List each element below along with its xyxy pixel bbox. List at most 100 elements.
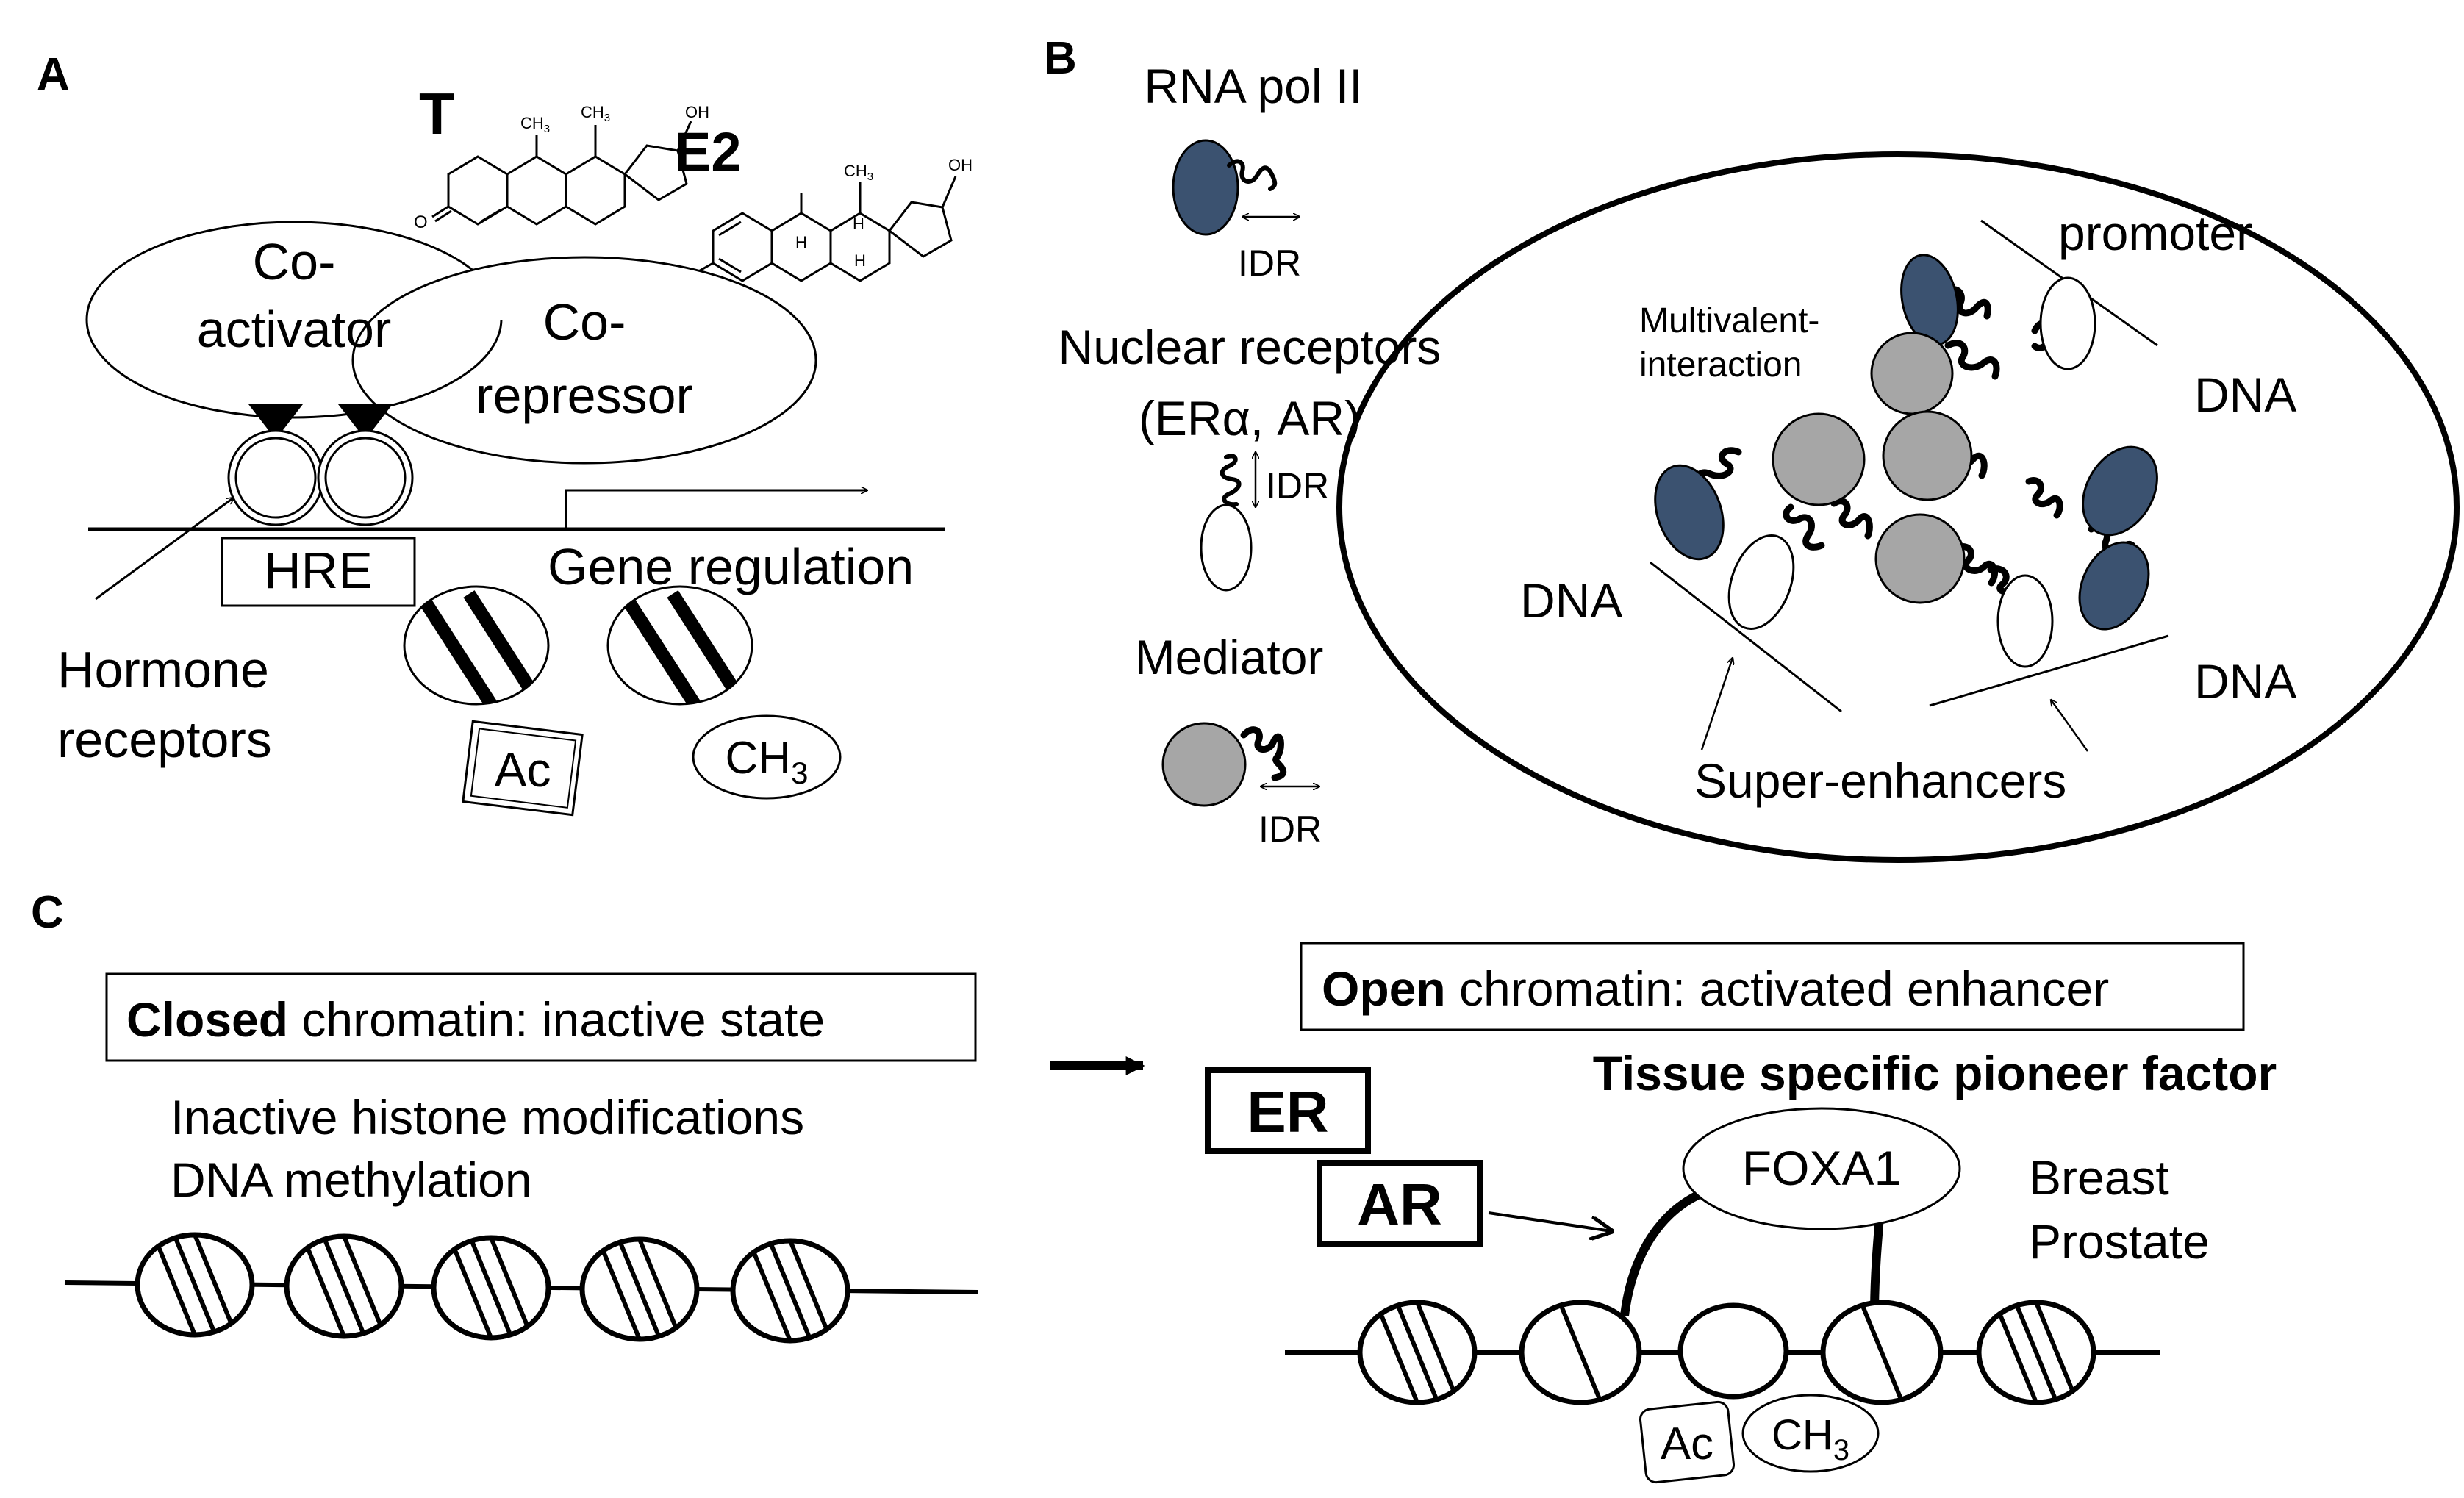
coactivator-label-2: activator [197, 301, 392, 358]
closed-nucleosome-1 [135, 1232, 255, 1338]
closed-chromatin-box [105, 972, 977, 1062]
breast-label: Breast [2029, 1150, 2169, 1205]
estradiol-ch3-sub: 3 [867, 171, 873, 183]
open-ch3-mark: CH3 [1741, 1394, 1880, 1473]
corepressor-ellipse [351, 256, 817, 465]
ch3-mark: CH3 [692, 714, 842, 800]
rna-pol-idr-icon [1227, 159, 1278, 191]
panel-b: B RNA pol II IDR Nuclear receptors (ERα,… [1044, 33, 2460, 863]
multivalent-label-1: Multivalent- [1639, 301, 1819, 340]
estradiol-ch3: CH3 [844, 162, 873, 183]
estradiol-oh: OH [948, 156, 973, 174]
testosterone-structure-icon [431, 121, 692, 226]
mediator-label: Mediator [1135, 630, 1324, 684]
estradiol-h-2: H [853, 215, 864, 233]
super-enhancer-pointer-left [1700, 658, 1733, 750]
nuclear-receptor-icon [1200, 503, 1253, 592]
hormone-t-label: T [419, 81, 455, 146]
foxa1-label: FOXA1 [1742, 1141, 1901, 1195]
corepressor-label-2: repressor [476, 367, 693, 424]
transcription-start-arrow [565, 490, 867, 529]
estradiol-ch3-text: CH [844, 162, 867, 180]
closed-nucleosome-2 [284, 1233, 404, 1339]
rna-pol-icon [1172, 139, 1239, 236]
open-ac-mark: Ac [1639, 1400, 1736, 1484]
estradiol-h-1: H [795, 233, 807, 251]
testosterone-oh: OH [685, 103, 709, 121]
er-box [1205, 1067, 1371, 1154]
dna-label-right: DNA [2194, 654, 2296, 709]
ar-label: AR [1357, 1172, 1442, 1237]
open-nucleosome-4 [1820, 1300, 1944, 1405]
ch3-label-a-text: CH [726, 733, 792, 784]
corepressor-label-1: Co- [543, 293, 626, 351]
ch3-label-c: CH3 [1772, 1411, 1849, 1466]
ac-mark: Ac [462, 720, 584, 817]
gene-regulation-label: Gene regulation [548, 538, 914, 595]
coactivator-label-1: Co- [253, 233, 336, 290]
closed-nucleosome-4 [579, 1236, 700, 1342]
open-chromatin-rest: chromatin: activated enhancer [1446, 961, 2110, 1016]
open-chromatin-title: Open chromatin: activated enhancer [1322, 961, 2109, 1016]
testosterone-ch3-b: CH3 [520, 114, 550, 135]
hormone-receptor-dimer [227, 404, 414, 526]
enhancer-dna-line-left [1650, 561, 1842, 713]
ar-pointer [1488, 1211, 1611, 1231]
enhancer-dna-line-right [1929, 634, 2169, 707]
testosterone-ch3-b-sub: 3 [544, 123, 550, 135]
testosterone-ch3-a: CH3 [581, 103, 610, 124]
hormone-e2-label: E2 [675, 121, 742, 182]
testosterone-ch3-a-text: CH [581, 103, 604, 121]
er-label: ER [1247, 1079, 1328, 1144]
panel-a-label: A [37, 49, 70, 100]
closed-nucleosome-3 [431, 1235, 551, 1341]
super-enhancers-label: Super-enhancers [1694, 753, 2066, 808]
hre-box [221, 537, 416, 607]
panel-c: C Closed chromatin: inactive state Inact… [31, 887, 2277, 1484]
panel-c-label: C [31, 887, 64, 938]
open-nucleosome-2 [1519, 1300, 1642, 1405]
rna-pol-label: RNA pol II [1144, 59, 1362, 113]
open-nucleosome-3 [1677, 1302, 1789, 1400]
mediator-idr-label: IDR [1258, 809, 1322, 850]
closed-nucleosomes [135, 1232, 850, 1344]
testosterone-ch3-b-text: CH [520, 114, 544, 132]
dna-label-left: DNA [1520, 573, 1622, 628]
rna-pol-idr-label: IDR [1238, 243, 1301, 284]
panel-b-label: B [1044, 33, 1077, 84]
inactive-histone-label: Inactive histone modifications [171, 1090, 804, 1144]
open-chromatin-box [1300, 942, 2245, 1031]
testosterone-ch3-a-sub: 3 [604, 112, 610, 124]
open-nucleosome-1 [1357, 1300, 1478, 1405]
condensate-molecules [1654, 254, 2158, 668]
pioneer-factor-label: Tissue specific pioneer factor [1593, 1046, 2277, 1100]
hormone-receptors-label-2: receptors [57, 711, 272, 768]
ch3-label-a: CH3 [726, 733, 809, 790]
prostate-label: Prostate [2029, 1214, 2210, 1269]
dna-methylation-label: DNA methylation [171, 1153, 532, 1207]
hormone-receptors-label-1: Hormone [57, 641, 269, 698]
mediator-idr-icon [1240, 726, 1287, 781]
dna-label-top: DNA [2194, 368, 2296, 422]
ch3-label-c-sub: 3 [1833, 1434, 1849, 1466]
ch3-label-c-text: CH [1772, 1411, 1833, 1459]
panel-a: A T OH CH3 CH3 O E2 [37, 49, 973, 817]
testosterone-o: O [414, 212, 428, 232]
open-nucleosomes [1357, 1300, 2096, 1405]
open-chromatin-bold: Open [1322, 961, 1446, 1016]
estradiol-structure-icon [694, 176, 957, 282]
ch3-label-a-sub: 3 [791, 756, 808, 790]
nuclear-receptors-examples: (ERα, AR) [1139, 391, 1361, 445]
coactivator-overlap-edge [359, 319, 503, 413]
nucleosome-methyl [606, 585, 753, 706]
nucleosome-acetyl [403, 585, 550, 706]
estradiol-h-3: H [854, 251, 866, 270]
nuclear-receptors-label: Nuclear receptors [1059, 320, 1441, 374]
open-nucleosome-5 [1976, 1300, 2096, 1405]
nr-idr-icon [1220, 454, 1242, 507]
ac-label-a: Ac [494, 742, 551, 797]
closed-nucleosome-5 [730, 1238, 850, 1344]
hormone-receptor-pointer [95, 498, 234, 601]
multivalent-label-2: interaction [1639, 345, 1802, 384]
